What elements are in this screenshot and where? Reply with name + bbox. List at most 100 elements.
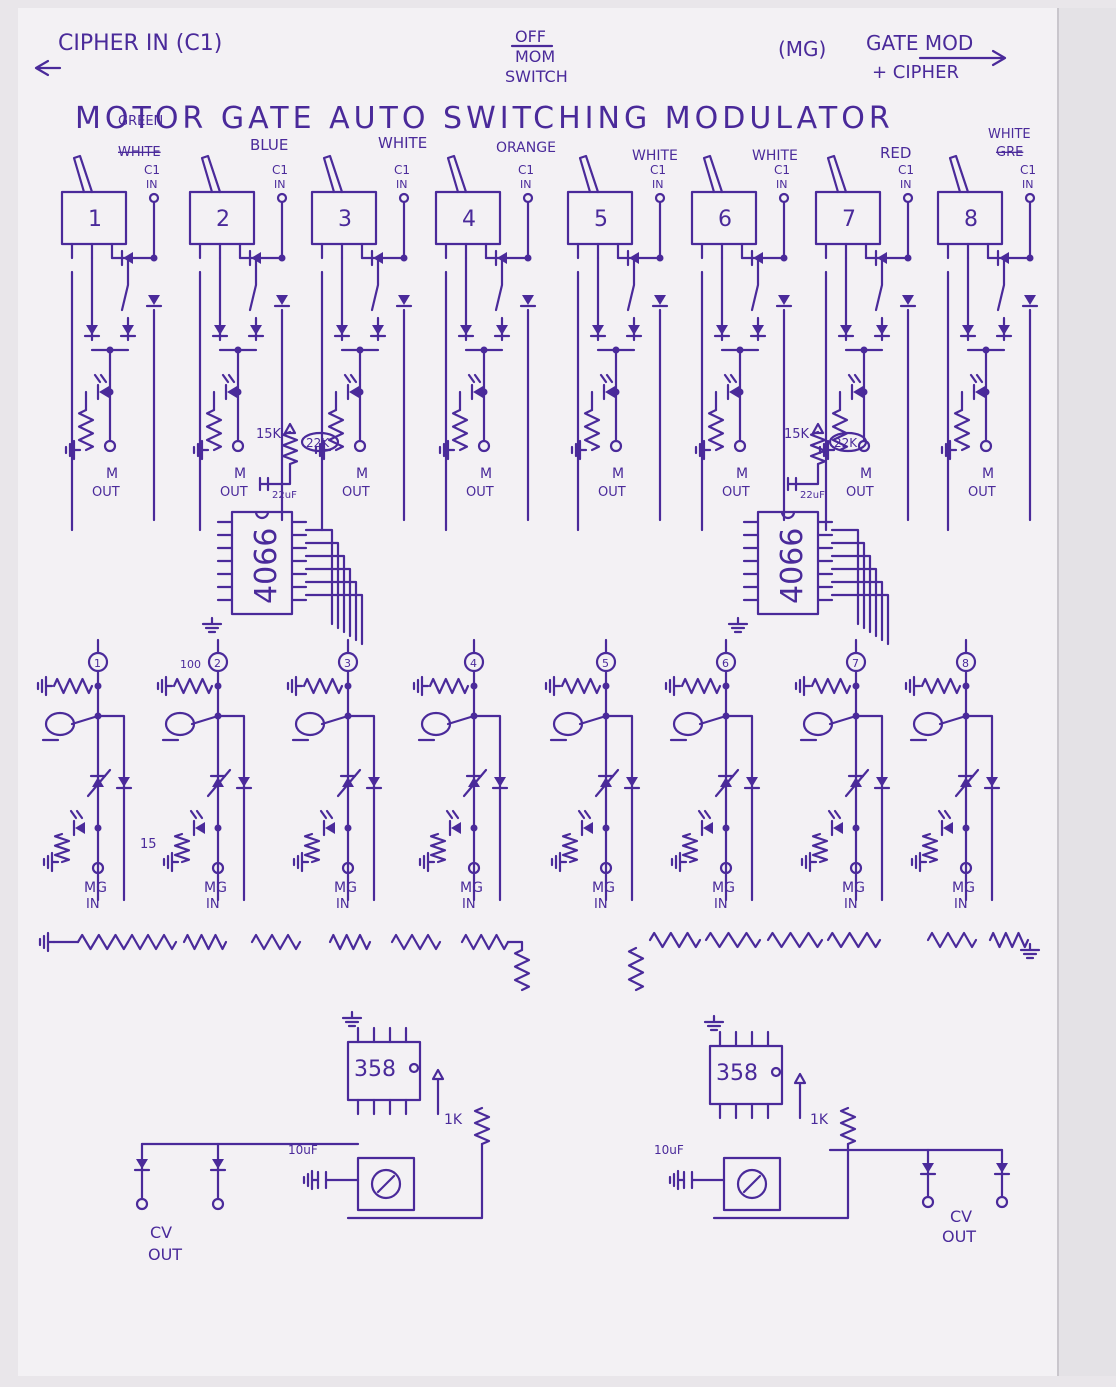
toggle-switch-icon [446, 154, 468, 194]
mg-in-label: IN [714, 897, 728, 912]
resistor-icon [303, 832, 321, 864]
mg-in-label: IN [206, 897, 220, 912]
junction-dot [214, 682, 222, 690]
bus-wire [304, 528, 334, 626]
led-icon [937, 809, 953, 837]
next-page-edge [1058, 8, 1116, 1376]
bus-wire [70, 270, 156, 532]
resistor-icon [451, 408, 469, 452]
resistor-icon [766, 931, 824, 949]
ci-in-label: IN [652, 178, 663, 191]
ic-4066-body [756, 510, 820, 616]
channel-number: 8 [964, 207, 978, 232]
junction-dot [214, 824, 222, 832]
m-out-jack-icon [979, 439, 993, 453]
switch-body [188, 190, 256, 246]
diode-icon [333, 325, 351, 338]
diode-icon [830, 819, 843, 837]
bus-wire [824, 270, 910, 532]
ic-notch [408, 1062, 420, 1074]
junction-dot [106, 388, 114, 396]
ci-label: C1 [898, 163, 914, 177]
cv-out-label: OUT [148, 1245, 182, 1264]
m-out-jack-icon [477, 439, 491, 453]
ground-icon [341, 1010, 363, 1028]
led-icon [969, 373, 985, 401]
diode-icon [597, 774, 615, 787]
diode-icon [589, 325, 607, 338]
mg-in-label: IN [462, 897, 476, 912]
led-icon [93, 373, 109, 401]
cv-out-label: CV [950, 1207, 972, 1226]
junction-dot [860, 388, 868, 396]
ci-in-label: IN [1022, 178, 1033, 191]
m-out-label: M [736, 466, 748, 482]
junction-dot [106, 346, 114, 354]
switch-off-label: OFF [515, 27, 546, 46]
ground-icon [1019, 942, 1041, 960]
junction-dot [612, 346, 620, 354]
m-out-label: M [982, 466, 994, 482]
diode-icon [959, 325, 977, 338]
m-out-jack-icon [733, 439, 747, 453]
bus-wire [320, 270, 406, 532]
resistor-icon [182, 933, 228, 951]
ci-in-label: IN [520, 178, 531, 191]
toggle-switch-icon [578, 154, 600, 194]
trimmer-body [356, 1156, 416, 1212]
ic-notch [780, 510, 796, 520]
resistor-icon [53, 832, 71, 864]
trimmer-icon [736, 1168, 768, 1200]
ci-in-label: IN [396, 178, 407, 191]
mg-in-jack-icon [719, 861, 733, 875]
led-icon [599, 373, 615, 401]
m-out-jack-icon [857, 439, 871, 453]
wire-color-label: BLUE [250, 136, 288, 154]
diode-icon [995, 325, 1013, 338]
ground-icon [36, 675, 54, 697]
resistor-icon [473, 1106, 491, 1146]
junction-dot [470, 824, 478, 832]
ground-icon [664, 675, 682, 697]
diode-icon [491, 777, 509, 790]
mg-in-label: MG [592, 880, 615, 896]
ci-label: C1 [774, 163, 790, 177]
m-out-label: M [106, 466, 118, 482]
mg-in-jack-icon [599, 861, 613, 875]
junction-dot [852, 682, 860, 690]
ic-358-body [346, 1040, 422, 1102]
m-out-label: M [612, 466, 624, 482]
bus-wire [700, 270, 786, 532]
resistor-icon [126, 933, 178, 951]
ground-icon [910, 851, 928, 873]
diode-icon [775, 295, 793, 308]
mg-in-label: MG [204, 880, 227, 896]
wire-color-label: RED [880, 144, 911, 162]
switch-body [310, 190, 378, 246]
wire-color-label: WHITE [752, 148, 798, 164]
switch-mom-label: MOM [515, 47, 555, 66]
arrow-left-icon [34, 59, 62, 77]
resistor-icon [52, 677, 94, 695]
channel-number: 5 [594, 207, 608, 232]
junction-dot [470, 682, 478, 690]
junction-dot [962, 682, 970, 690]
ic-358: 358 [703, 1014, 807, 1120]
ci-in-label: IN [274, 178, 285, 191]
wire-color-label: WHITE [118, 145, 161, 160]
ic-notch [770, 1066, 782, 1078]
resistor-icon [707, 408, 725, 452]
ci-label: C1 [1020, 163, 1036, 177]
ground-icon [438, 439, 456, 461]
switch-contact [874, 256, 884, 312]
mg-in-label: MG [842, 880, 865, 896]
ci-label: C1 [272, 163, 288, 177]
bus-wire [304, 567, 352, 638]
ic-358-label: 358 [354, 1057, 396, 1082]
